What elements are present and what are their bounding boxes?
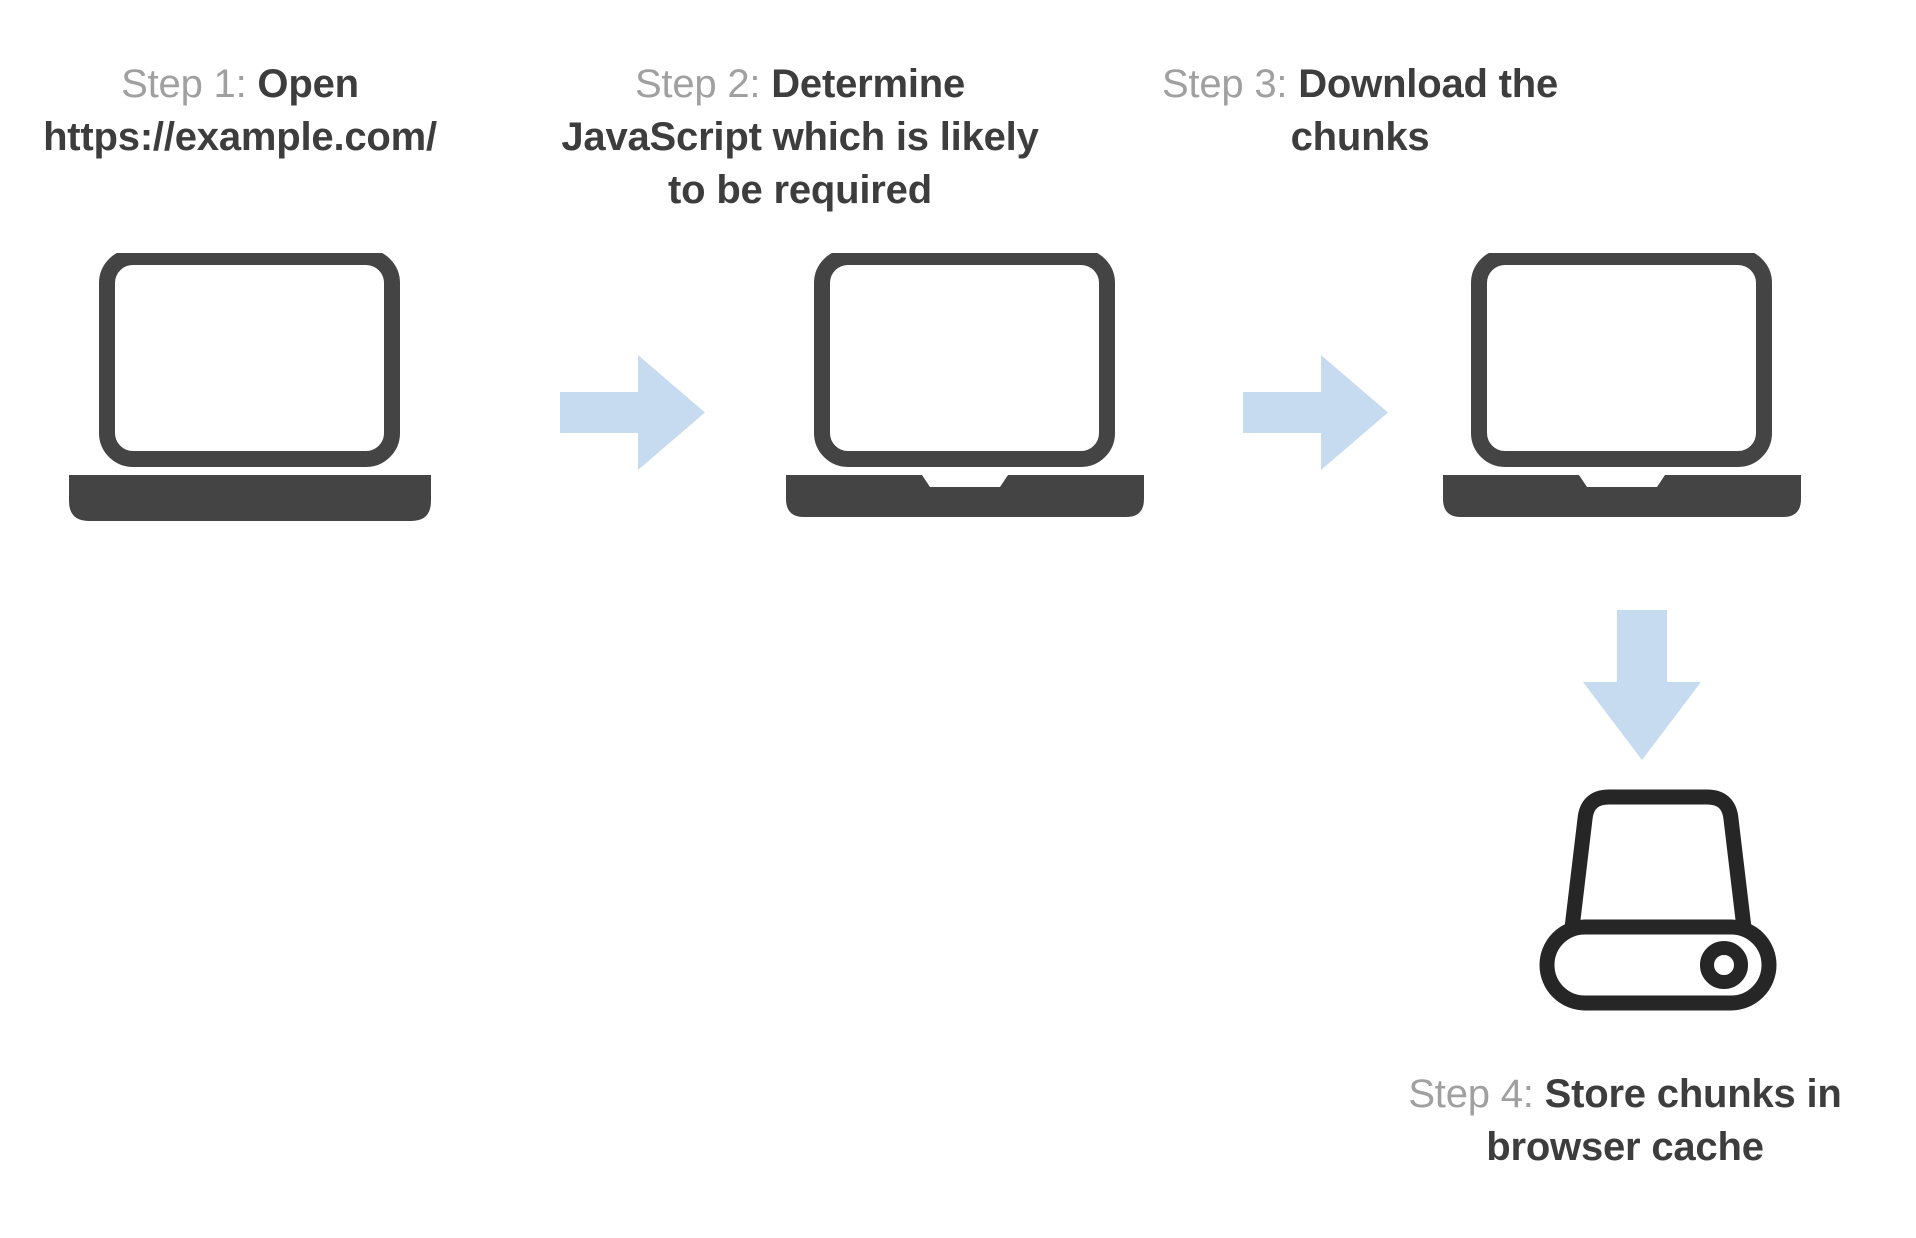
step-1-text: Open https://example.com/: [43, 62, 437, 159]
step-2-label: Step 2:: [634, 62, 772, 106]
step-3-text: Download the chunks: [1290, 62, 1559, 159]
step-2-caption: Step 2: Determine JavaScript which is li…: [540, 58, 1060, 216]
step-1-label: Step 1:: [121, 62, 258, 106]
step-3-caption: Step 3: Download the chunks: [1140, 58, 1580, 164]
step-4-text: Store chunks in browser cache: [1486, 1072, 1842, 1169]
arrow-down-icon: [1583, 610, 1701, 760]
arrow-right-icon: [1243, 355, 1388, 470]
arrow-right-icon: [560, 355, 705, 470]
laptop-icon: [1437, 253, 1847, 573]
laptop-icon: [780, 253, 1190, 573]
step-1-caption: Step 1: Open https://example.com/: [20, 58, 460, 164]
step-4-caption: Step 4: Store chunks in browser cache: [1390, 1068, 1860, 1174]
step-3-label: Step 3:: [1161, 62, 1299, 106]
step-4-label: Step 4:: [1408, 1072, 1545, 1116]
laptop-icon: [65, 253, 475, 573]
storage-drive-icon: [1533, 785, 1783, 1015]
step-2-text: Determine JavaScript which is likely to …: [561, 62, 1039, 212]
